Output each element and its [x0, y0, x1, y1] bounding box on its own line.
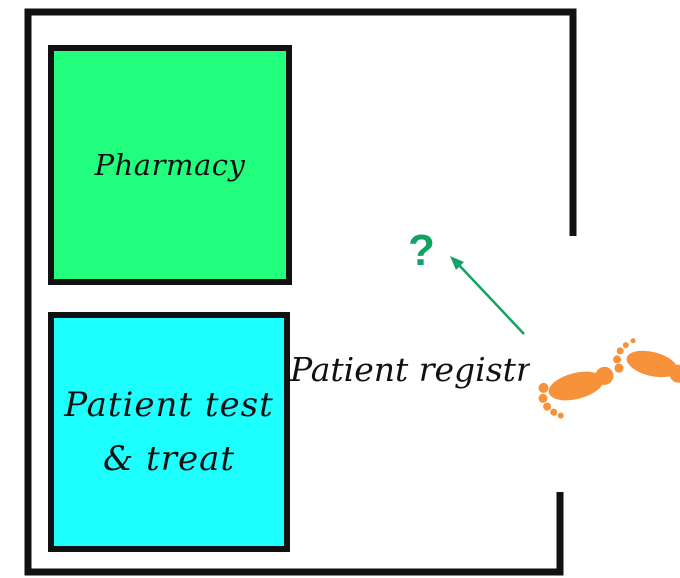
- pharmacy-label: Pharmacy: [94, 147, 246, 182]
- patient-test-label-line1: Patient test: [64, 384, 274, 425]
- outer-wall: [24, 8, 577, 576]
- patient-test-room: Patient test & treat: [48, 312, 290, 552]
- pharmacy-room: Pharmacy: [48, 45, 292, 285]
- patient-registration-label: Patient registrati: [290, 350, 530, 389]
- footprint-right: [613, 338, 680, 383]
- footprints-icon: [538, 338, 680, 419]
- direction-arrow: [457, 263, 525, 335]
- question-mark-icon: ?: [408, 226, 435, 275]
- footprint-left: [538, 366, 614, 419]
- arrow-head: [450, 256, 464, 270]
- patient-test-label-line2: & treat: [102, 439, 236, 479]
